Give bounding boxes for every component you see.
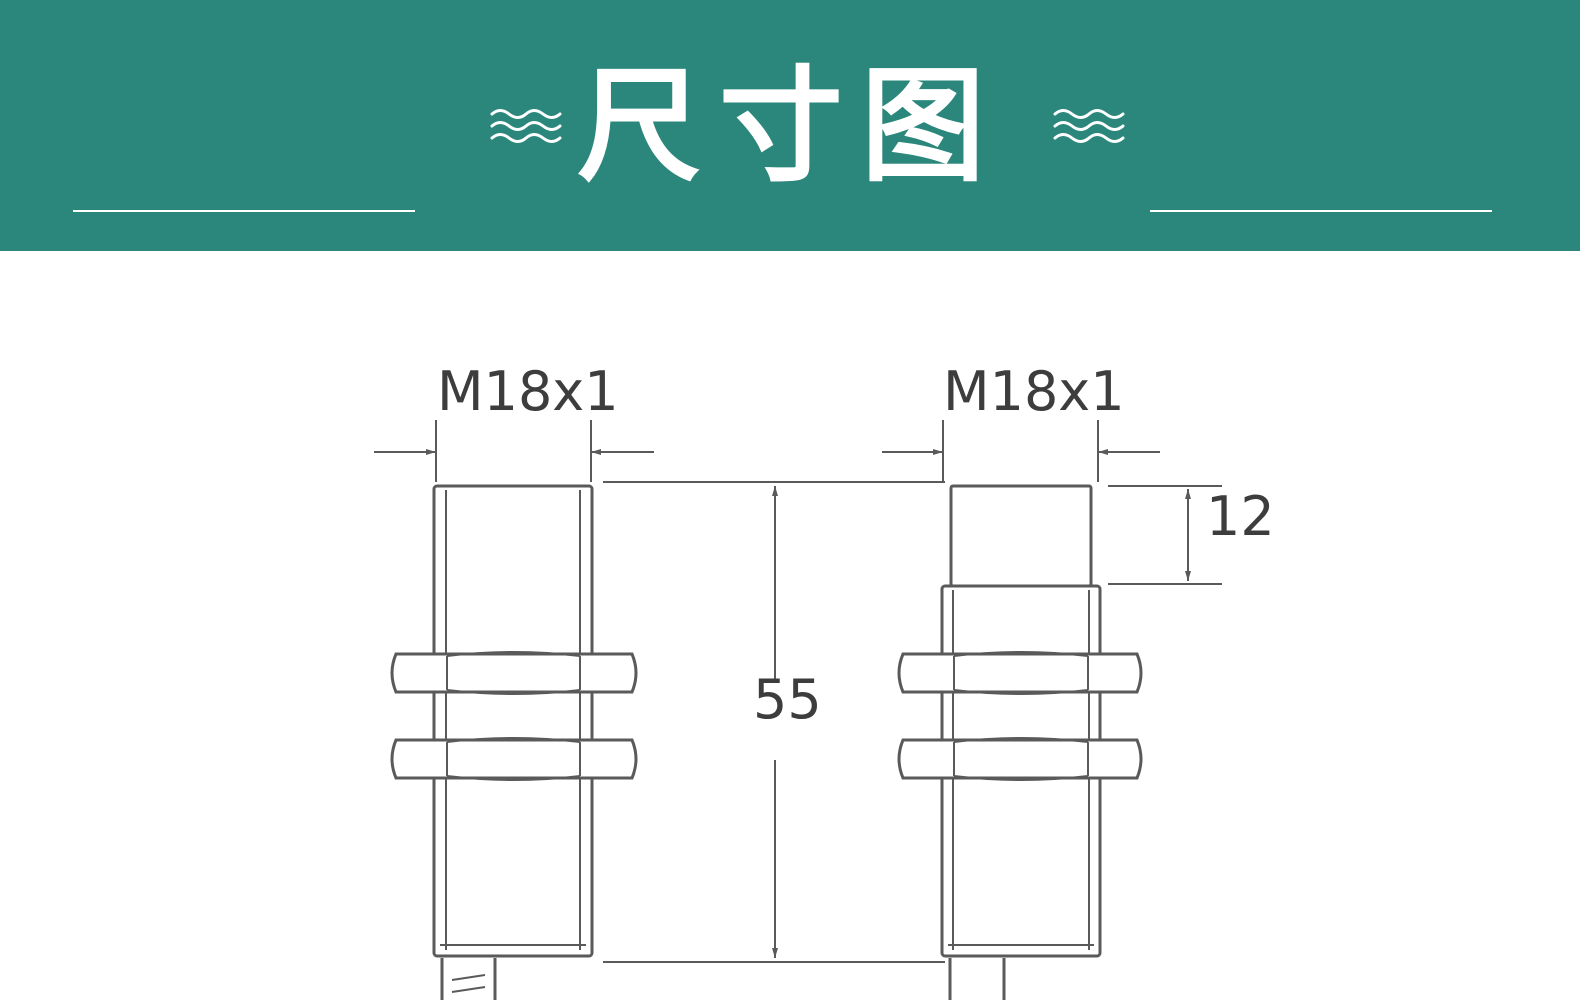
left-thread-label: M18x1 (437, 360, 619, 423)
page-title: 尺寸图 (576, 55, 1003, 199)
left-sensor-nut-upper (390, 651, 638, 695)
overall-length-dimension (603, 481, 945, 963)
left-sensor-body (432, 484, 594, 958)
right-divider-line (1150, 210, 1492, 212)
right-thread-label: M18x1 (943, 360, 1125, 423)
sensing-head-length-label: 12 (1206, 485, 1275, 548)
overall-length-label: 55 (753, 668, 822, 731)
banner-background (0, 0, 1580, 251)
right-sensor-cable (948, 958, 1006, 1000)
right-sensor-sensing-head (949, 484, 1093, 588)
dimension-drawing: M18x1 M18x1 55 12 (0, 251, 1580, 1000)
wave-ornament-icon (1053, 109, 1125, 143)
left-sensor-nut-lower (390, 737, 638, 781)
sensor-outline-drawing (374, 420, 1222, 1000)
left-thread-width-dimension (374, 420, 654, 482)
right-sensor-nut-lower (897, 737, 1143, 781)
right-sensor-nut-upper (897, 651, 1143, 695)
left-divider-line (73, 210, 415, 212)
right-thread-width-dimension (882, 420, 1160, 482)
header-banner: 尺寸图 (0, 0, 1580, 251)
sensing-head-length-dimension (1108, 485, 1222, 585)
left-sensor-cable (440, 958, 497, 1000)
wave-ornament-icon (490, 109, 562, 143)
